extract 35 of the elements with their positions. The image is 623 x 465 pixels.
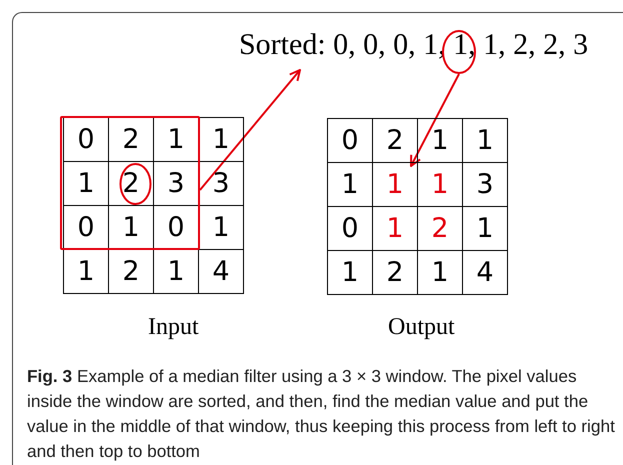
table-cell: 1 bbox=[328, 162, 372, 206]
table-cell: 0 bbox=[64, 118, 108, 162]
table-cell: 2 bbox=[108, 250, 154, 294]
highlight-circle bbox=[442, 30, 476, 74]
table-cell: 1 bbox=[154, 250, 198, 294]
table-cell: 1 bbox=[418, 162, 462, 206]
grid-caption: Output bbox=[388, 314, 455, 341]
grid-caption: Input bbox=[148, 314, 199, 341]
window-frame bbox=[60, 116, 200, 250]
table-cell: 1 bbox=[418, 118, 462, 162]
table-cell: 2 bbox=[108, 118, 154, 162]
table-cell: 2 bbox=[108, 162, 154, 206]
table-cell: 2 bbox=[418, 206, 462, 250]
table-cell: 1 bbox=[462, 118, 508, 162]
table-cell: 1 bbox=[372, 206, 418, 250]
table-cell: 0 bbox=[328, 206, 372, 250]
table-cell: 1 bbox=[418, 250, 462, 294]
table-cell: 1 bbox=[198, 206, 244, 250]
table-cell: 1 bbox=[372, 162, 418, 206]
table-cell: 3 bbox=[198, 162, 244, 206]
table-cell: 3 bbox=[462, 162, 508, 206]
figure-caption: Fig. 3 Example of a median filter using a 3 × 3 window. The pixel values inside the window are sorted, and then, find the median value and put the value in the middle of that window, thus keeping this process from left to right and then top to bottom bbox=[27, 365, 616, 463]
arrow bbox=[199, 69, 301, 191]
table-cell: 4 bbox=[462, 250, 508, 294]
table-cell: 0 bbox=[64, 206, 108, 250]
table-cell: 1 bbox=[64, 162, 108, 206]
table-cell: 4 bbox=[198, 250, 244, 294]
table-cell: 1 bbox=[198, 118, 244, 162]
table-cell: 1 bbox=[328, 250, 372, 294]
arrow bbox=[410, 74, 460, 167]
table-cell: 2 bbox=[372, 250, 418, 294]
table-cell: 2 bbox=[372, 118, 418, 162]
table-cell: 1 bbox=[462, 206, 508, 250]
table-cell: 1 bbox=[64, 250, 108, 294]
table-cell: 0 bbox=[328, 118, 372, 162]
